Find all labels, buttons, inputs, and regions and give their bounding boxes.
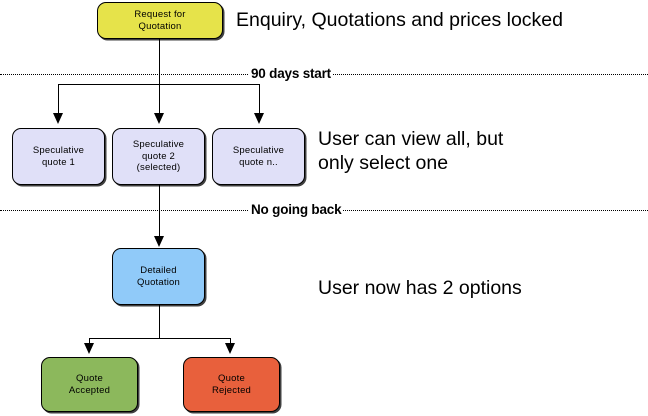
node-speculative-quote-1[interactable]: Speculative quote 1	[12, 128, 105, 185]
node-speculative-quote-n[interactable]: Speculative quote n..	[212, 128, 305, 185]
node-request-for-quotation[interactable]: Request for Quotation	[97, 2, 223, 39]
node-request-for-quotation-label: Request for Quotation	[134, 9, 186, 32]
node-speculative-quote-2[interactable]: Speculative quote 2 (selected)	[112, 128, 205, 185]
divider-90-days-label: 90 days start	[249, 66, 333, 81]
node-speculative-quote-n-label: Speculative quote n..	[232, 145, 285, 168]
node-quote-rejected[interactable]: Quote Rejected	[183, 357, 280, 412]
arrowhead-spec2	[154, 113, 164, 124]
arrowhead-spec1	[53, 113, 63, 124]
connector-to-spec2	[159, 84, 160, 114]
connector-to-specn	[259, 84, 260, 114]
node-speculative-quote-2-label: Speculative quote 2 (selected)	[132, 139, 185, 174]
node-quote-rejected-label: Quote Rejected	[211, 373, 252, 396]
divider-no-going-back-label: No going back	[249, 202, 344, 217]
connector-spec2-stem	[159, 185, 160, 237]
connector-to-accepted	[89, 338, 90, 344]
connector-request-stem	[159, 39, 160, 84]
annotation-two-options: User now has 2 options	[318, 277, 522, 299]
arrowhead-specn	[254, 113, 264, 124]
arrowhead-accepted	[84, 343, 94, 354]
arrowhead-detailed-quotation	[154, 236, 164, 247]
annotation-prices-locked: Enquiry, Quotations and prices locked	[236, 9, 563, 31]
annotation-select-one: User can view all, but only select one	[318, 128, 504, 174]
connector-to-spec1	[58, 84, 59, 114]
node-quote-accepted[interactable]: Quote Accepted	[41, 357, 138, 412]
node-speculative-quote-1-label: Speculative quote 1	[32, 145, 85, 168]
arrowhead-rejected	[225, 343, 235, 354]
node-quote-accepted-label: Quote Accepted	[68, 373, 111, 396]
connector-to-rejected	[230, 338, 231, 344]
connector-detailed-stem	[159, 305, 160, 338]
connector-branch-bar-bottom	[89, 338, 231, 339]
node-detailed-quotation[interactable]: Detailed Quotation	[112, 248, 205, 305]
node-detailed-quotation-label: Detailed Quotation	[137, 265, 180, 288]
